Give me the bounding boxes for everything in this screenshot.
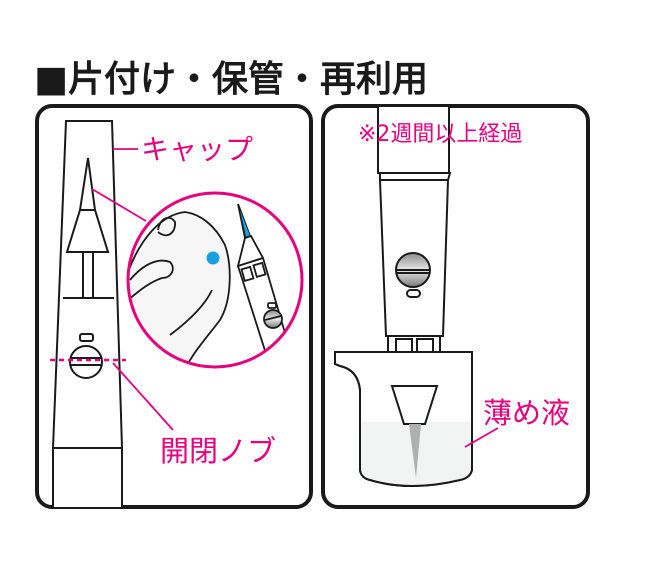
duration-note: ※2週間以上経過 (358, 122, 523, 147)
pen-with-cap (51, 120, 124, 509)
section-title: ■片付け・保管・再利用 (34, 59, 429, 100)
knob-label: 開閉ノブ (160, 434, 277, 468)
magnified-wipe-detail (126, 191, 304, 369)
thinner-label: 薄め液 (483, 396, 571, 430)
blue-dot (206, 251, 220, 265)
leader-lines (91, 148, 174, 431)
thinner-leader-line (464, 427, 499, 448)
cap-label: キャップ (141, 133, 254, 166)
pen-in-thinner (334, 105, 473, 487)
